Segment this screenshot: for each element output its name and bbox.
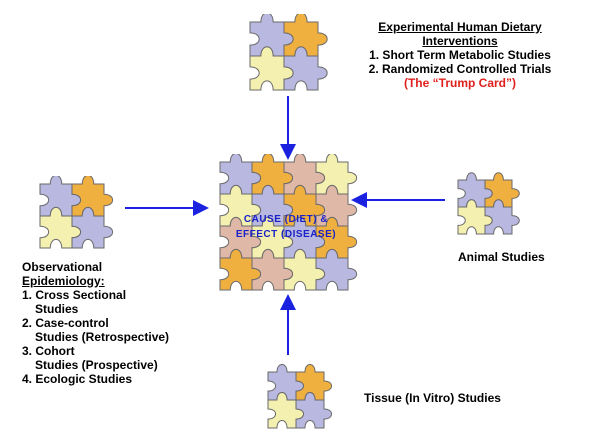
experimental-item-2: 2. Randomized Controlled Trials	[368, 62, 552, 76]
list-item: 4. Ecologic Studies	[22, 372, 222, 386]
experimental-item-1: 1. Short Term Metabolic Studies	[369, 48, 551, 62]
list-item: 1. Cross Sectional Studies	[22, 288, 222, 316]
puzzle-left	[39, 176, 114, 249]
list-item: 3. Cohort Studies (Prospective)	[22, 344, 222, 372]
puzzle-center	[219, 154, 358, 291]
observational-title-line1: Observational	[22, 260, 103, 274]
obs-item-1-line1: 1. Cross Sectional	[22, 288, 127, 302]
puzzle-piece	[71, 206, 114, 249]
experimental-title-line2: Interventions	[422, 34, 498, 48]
puzzle-piece	[283, 46, 328, 91]
trump-card-label: (The “Trump Card”)	[403, 76, 516, 90]
obs-item-3-line1: 3. Cohort	[22, 344, 75, 358]
puzzle-top	[249, 14, 328, 91]
obs-item-4-line1: 4. Ecologic Studies	[22, 372, 133, 386]
experimental-block: Experimental Human Dietary Interventions…	[336, 20, 584, 90]
observational-title-line2: Epidemiology:	[22, 274, 105, 288]
list-item: 2. Case-control Studies (Retrospective)	[22, 316, 222, 344]
tissue-studies-label: Tissue (In Vitro) Studies	[364, 391, 501, 405]
experimental-title-line1: Experimental Human Dietary	[378, 20, 542, 34]
center-line1: CAUSE (DIET) &	[243, 214, 329, 225]
puzzle-piece	[295, 391, 333, 429]
puzzle-piece	[484, 199, 520, 235]
obs-item-2-line2: Studies (Retrospective)	[35, 330, 170, 344]
cause-effect-label: CAUSE (DIET) & EFFECT (DISEASE)	[226, 212, 346, 242]
obs-item-1-line2: Studies	[35, 302, 79, 316]
puzzle-piece	[315, 248, 358, 291]
observational-block: Observational Epidemiology: 1. Cross Sec…	[22, 260, 222, 386]
observational-list: 1. Cross Sectional Studies 2. Case-contr…	[22, 288, 222, 386]
obs-item-3-line2: Studies (Prospective)	[35, 358, 158, 372]
puzzle-bottom	[267, 364, 333, 429]
center-line2: EFFECT (DISEASE)	[235, 229, 337, 240]
puzzle-right	[457, 172, 520, 235]
obs-item-2-line1: 2. Case-control	[22, 316, 109, 330]
animal-studies-label: Animal Studies	[458, 250, 545, 264]
